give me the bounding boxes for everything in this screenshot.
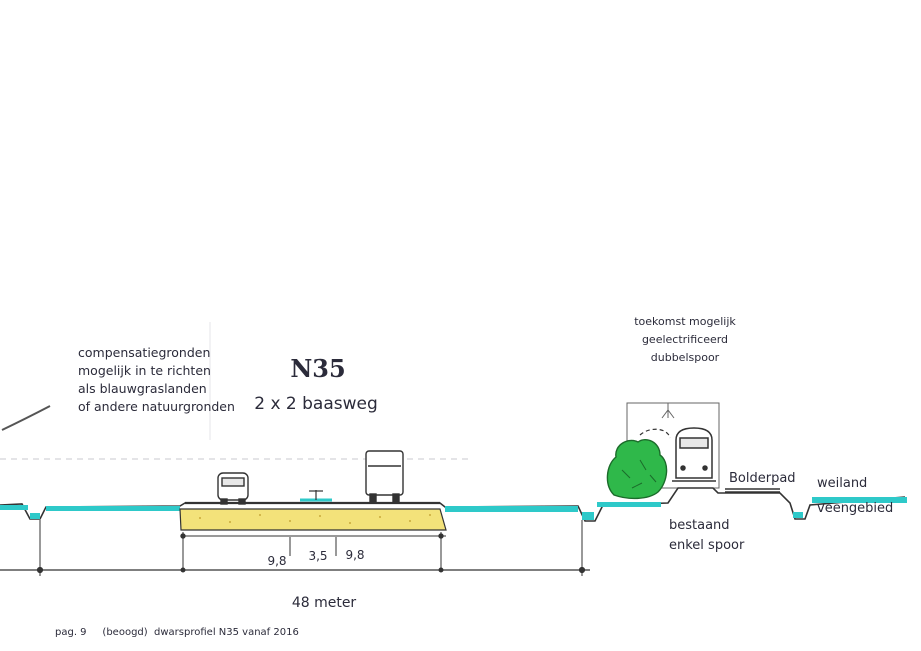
lane-right-dimension: 9,8 (345, 548, 364, 562)
sand-dots (199, 514, 431, 524)
note-line: dubbelspoor (651, 351, 720, 364)
note-line: geelectrificeerd (642, 333, 728, 346)
note-line: mogelijk in te richten (78, 363, 211, 378)
road-embankment (179, 501, 447, 537)
total-dimension: 48 meter (292, 595, 357, 611)
veengebied-label: veengebied (817, 501, 893, 516)
median-dimension: 3,5 (308, 549, 327, 563)
lane-left-dimension: 9,8 (267, 554, 286, 568)
note-line: compensatiegronden (78, 345, 210, 360)
note-line: toekomst mogelijk (634, 315, 736, 328)
road-type: 2 x 2 baasweg (254, 394, 378, 414)
water-strips (0, 497, 907, 520)
median-barrier-icon (300, 490, 332, 502)
existing-track-label: enkel spoor (669, 538, 745, 553)
truck-icon (365, 450, 404, 504)
existing-track-label: bestaand (669, 518, 730, 533)
dimension-lines (0, 520, 590, 576)
train-icon (672, 427, 716, 482)
ground-line (0, 487, 906, 522)
note-line: als blauwgraslanden (78, 381, 207, 396)
road-name: N35 (290, 354, 345, 383)
weiland-label: weiland (817, 476, 867, 491)
future-track-outline (639, 428, 671, 439)
page-footer: pag. 9 (beoogd) dwarsprofiel N35 vanaf 2… (55, 627, 299, 638)
compensation-note: compensatiegronden mogelijk in te richte… (78, 345, 235, 414)
bush-icon (606, 438, 668, 500)
future-track-note: toekomst mogelijk geelectrificeerd dubbe… (634, 315, 736, 364)
bolderpad-label: Bolderpad (729, 471, 796, 486)
leader-line (1, 405, 51, 431)
car-icon (217, 472, 249, 505)
note-line: of andere natuurgronden (78, 399, 235, 414)
bolderpad-path (725, 488, 780, 493)
